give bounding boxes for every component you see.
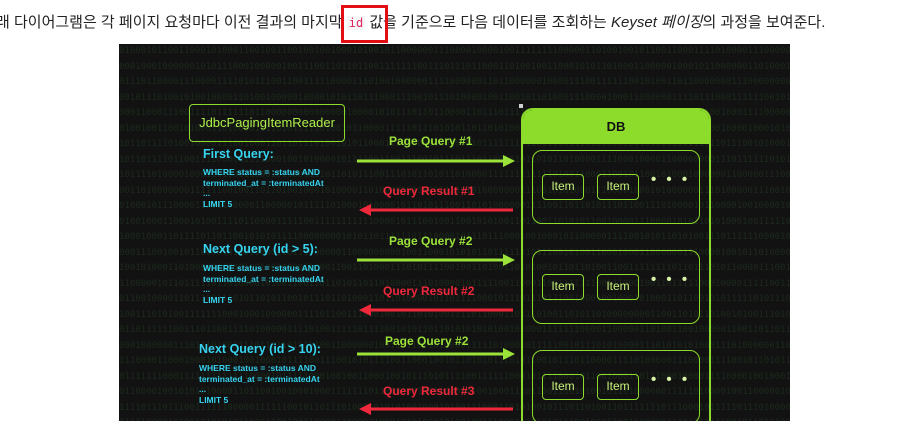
- more-items-ellipsis: • • •: [651, 371, 691, 388]
- result-page-1: Item Item • • •: [532, 150, 700, 224]
- query-line: WHERE status = :status AND: [203, 167, 321, 177]
- result-label-2: Query Result #2: [383, 284, 475, 298]
- query-body-1: WHERE status = :status AND terminated_at…: [203, 167, 324, 209]
- db-item: Item: [597, 174, 639, 200]
- query-title-1: First Query:: [203, 147, 274, 161]
- more-items-ellipsis: • • •: [651, 271, 691, 288]
- result-arrow-2: [359, 304, 513, 316]
- intro-after: 값을 기준으로 다음 데이터를 조회하는: [369, 14, 607, 31]
- query-line: LIMIT 5: [199, 394, 229, 405]
- request-label-2: Page Query #2: [389, 234, 473, 248]
- query-line: WHERE status = :status AND: [203, 263, 321, 273]
- reader-box: JdbcPagingItemReader: [189, 104, 345, 142]
- intro-before: 래 다이어그램은 각 페이지 요청마다 이전 결과의 마지막: [0, 14, 343, 31]
- request-label-1: Page Query #1: [389, 134, 473, 148]
- result-page-2: Item Item • • •: [532, 250, 700, 324]
- db-item: Item: [597, 274, 639, 300]
- query-line: terminated_at = :terminatedAt: [203, 273, 324, 284]
- query-line: ...: [203, 188, 211, 198]
- db-container: DB Item Item • • • Item Item • • • Item …: [521, 108, 711, 421]
- intro-end: 의 과정을 보여준다.: [702, 14, 826, 31]
- result-label-1: Query Result #1: [383, 184, 475, 198]
- query-title-3: Next Query (id > 10):: [199, 342, 321, 356]
- more-items-ellipsis: • • •: [651, 171, 691, 188]
- query-body-3: WHERE status = :status AND terminated_at…: [199, 363, 320, 405]
- intro-keyset-term: Keyset 페이징: [611, 14, 703, 31]
- inline-code-id: id: [346, 16, 366, 30]
- result-arrow-3: [359, 403, 513, 415]
- db-corner-marker: [519, 104, 523, 108]
- query-line: LIMIT 5: [203, 198, 233, 209]
- result-page-3: Item Item • • •: [532, 350, 700, 421]
- query-body-2: WHERE status = :status AND terminated_at…: [203, 263, 324, 305]
- query-line: terminated_at = :terminatedAt: [199, 373, 320, 384]
- query-title-2: Next Query (id > 5):: [203, 242, 318, 256]
- db-item: Item: [542, 174, 584, 200]
- arrows: [357, 155, 515, 415]
- keyset-paging-diagram: 0100010110011000101000110010011001001001…: [119, 44, 790, 421]
- request-arrow-3: [357, 348, 515, 360]
- result-arrow-1: [359, 204, 513, 216]
- highlight-box: [341, 5, 388, 43]
- request-arrow-2: [357, 254, 515, 266]
- query-line: terminated_at = :terminatedAt: [203, 177, 324, 188]
- query-line: LIMIT 5: [203, 294, 233, 305]
- db-item: Item: [597, 374, 639, 400]
- query-line: ...: [199, 384, 207, 394]
- db-item: Item: [542, 274, 584, 300]
- result-label-3: Query Result #3: [383, 384, 475, 398]
- query-line: ...: [203, 284, 211, 294]
- db-item: Item: [542, 374, 584, 400]
- request-arrow-1: [357, 155, 515, 167]
- intro-text: 래 다이어그램은 각 페이지 요청마다 이전 결과의 마지막 id 값을 기준으…: [0, 9, 825, 37]
- query-line: WHERE status = :status AND: [199, 363, 317, 373]
- db-label: DB: [523, 110, 709, 144]
- request-label-3: Page Query #2: [385, 334, 469, 348]
